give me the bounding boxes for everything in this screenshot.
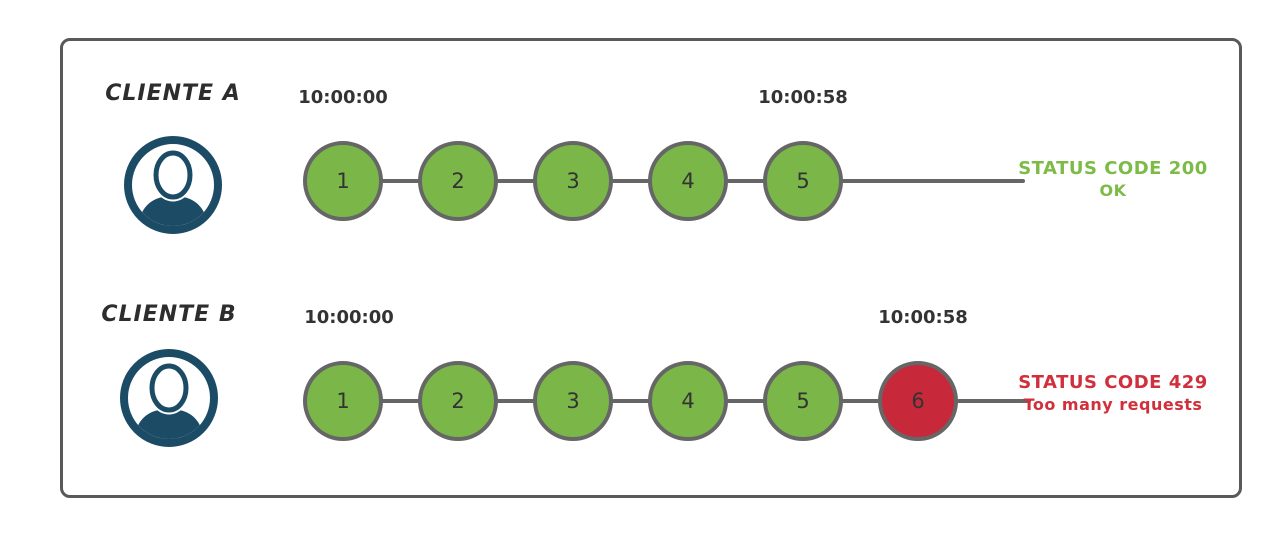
request-circle-a2: 2: [418, 141, 498, 221]
request-circle-b1: 1: [303, 361, 383, 441]
status-message-text: OK: [1099, 181, 1127, 200]
end-time-label: 10:00:58: [878, 307, 968, 328]
start-time-label: 10:00:00: [304, 307, 394, 328]
user-avatar-icon: [124, 136, 222, 234]
request-circle-b6-blocked: 6: [878, 361, 958, 441]
client-b-label: CLIENTE B: [101, 302, 237, 327]
status-code-text: STATUS CODE 429: [1018, 372, 1208, 393]
start-time-label: 10:00:00: [298, 87, 388, 108]
request-circle-a3: 3: [533, 141, 613, 221]
request-circle-a1: 1: [303, 141, 383, 221]
status-label-a: STATUS CODE 200 OK: [1008, 157, 1218, 201]
status-message-text: Too many requests: [1023, 395, 1203, 414]
request-circle-b5: 5: [763, 361, 843, 441]
status-code-text: STATUS CODE 200: [1018, 158, 1208, 179]
user-avatar-icon: [120, 349, 218, 447]
client-a-label: CLIENTE A: [105, 81, 241, 106]
request-circle-a5: 5: [763, 141, 843, 221]
diagram-frame: CLIENTE A 10:00:00 10:00:58 1 2 3 4 5 ST…: [60, 38, 1242, 498]
request-circle-b3: 3: [533, 361, 613, 441]
status-label-b: STATUS CODE 429 Too many requests: [1008, 371, 1218, 415]
request-circle-b2: 2: [418, 361, 498, 441]
request-circle-a4: 4: [648, 141, 728, 221]
end-time-label: 10:00:58: [758, 87, 848, 108]
request-circle-b4: 4: [648, 361, 728, 441]
